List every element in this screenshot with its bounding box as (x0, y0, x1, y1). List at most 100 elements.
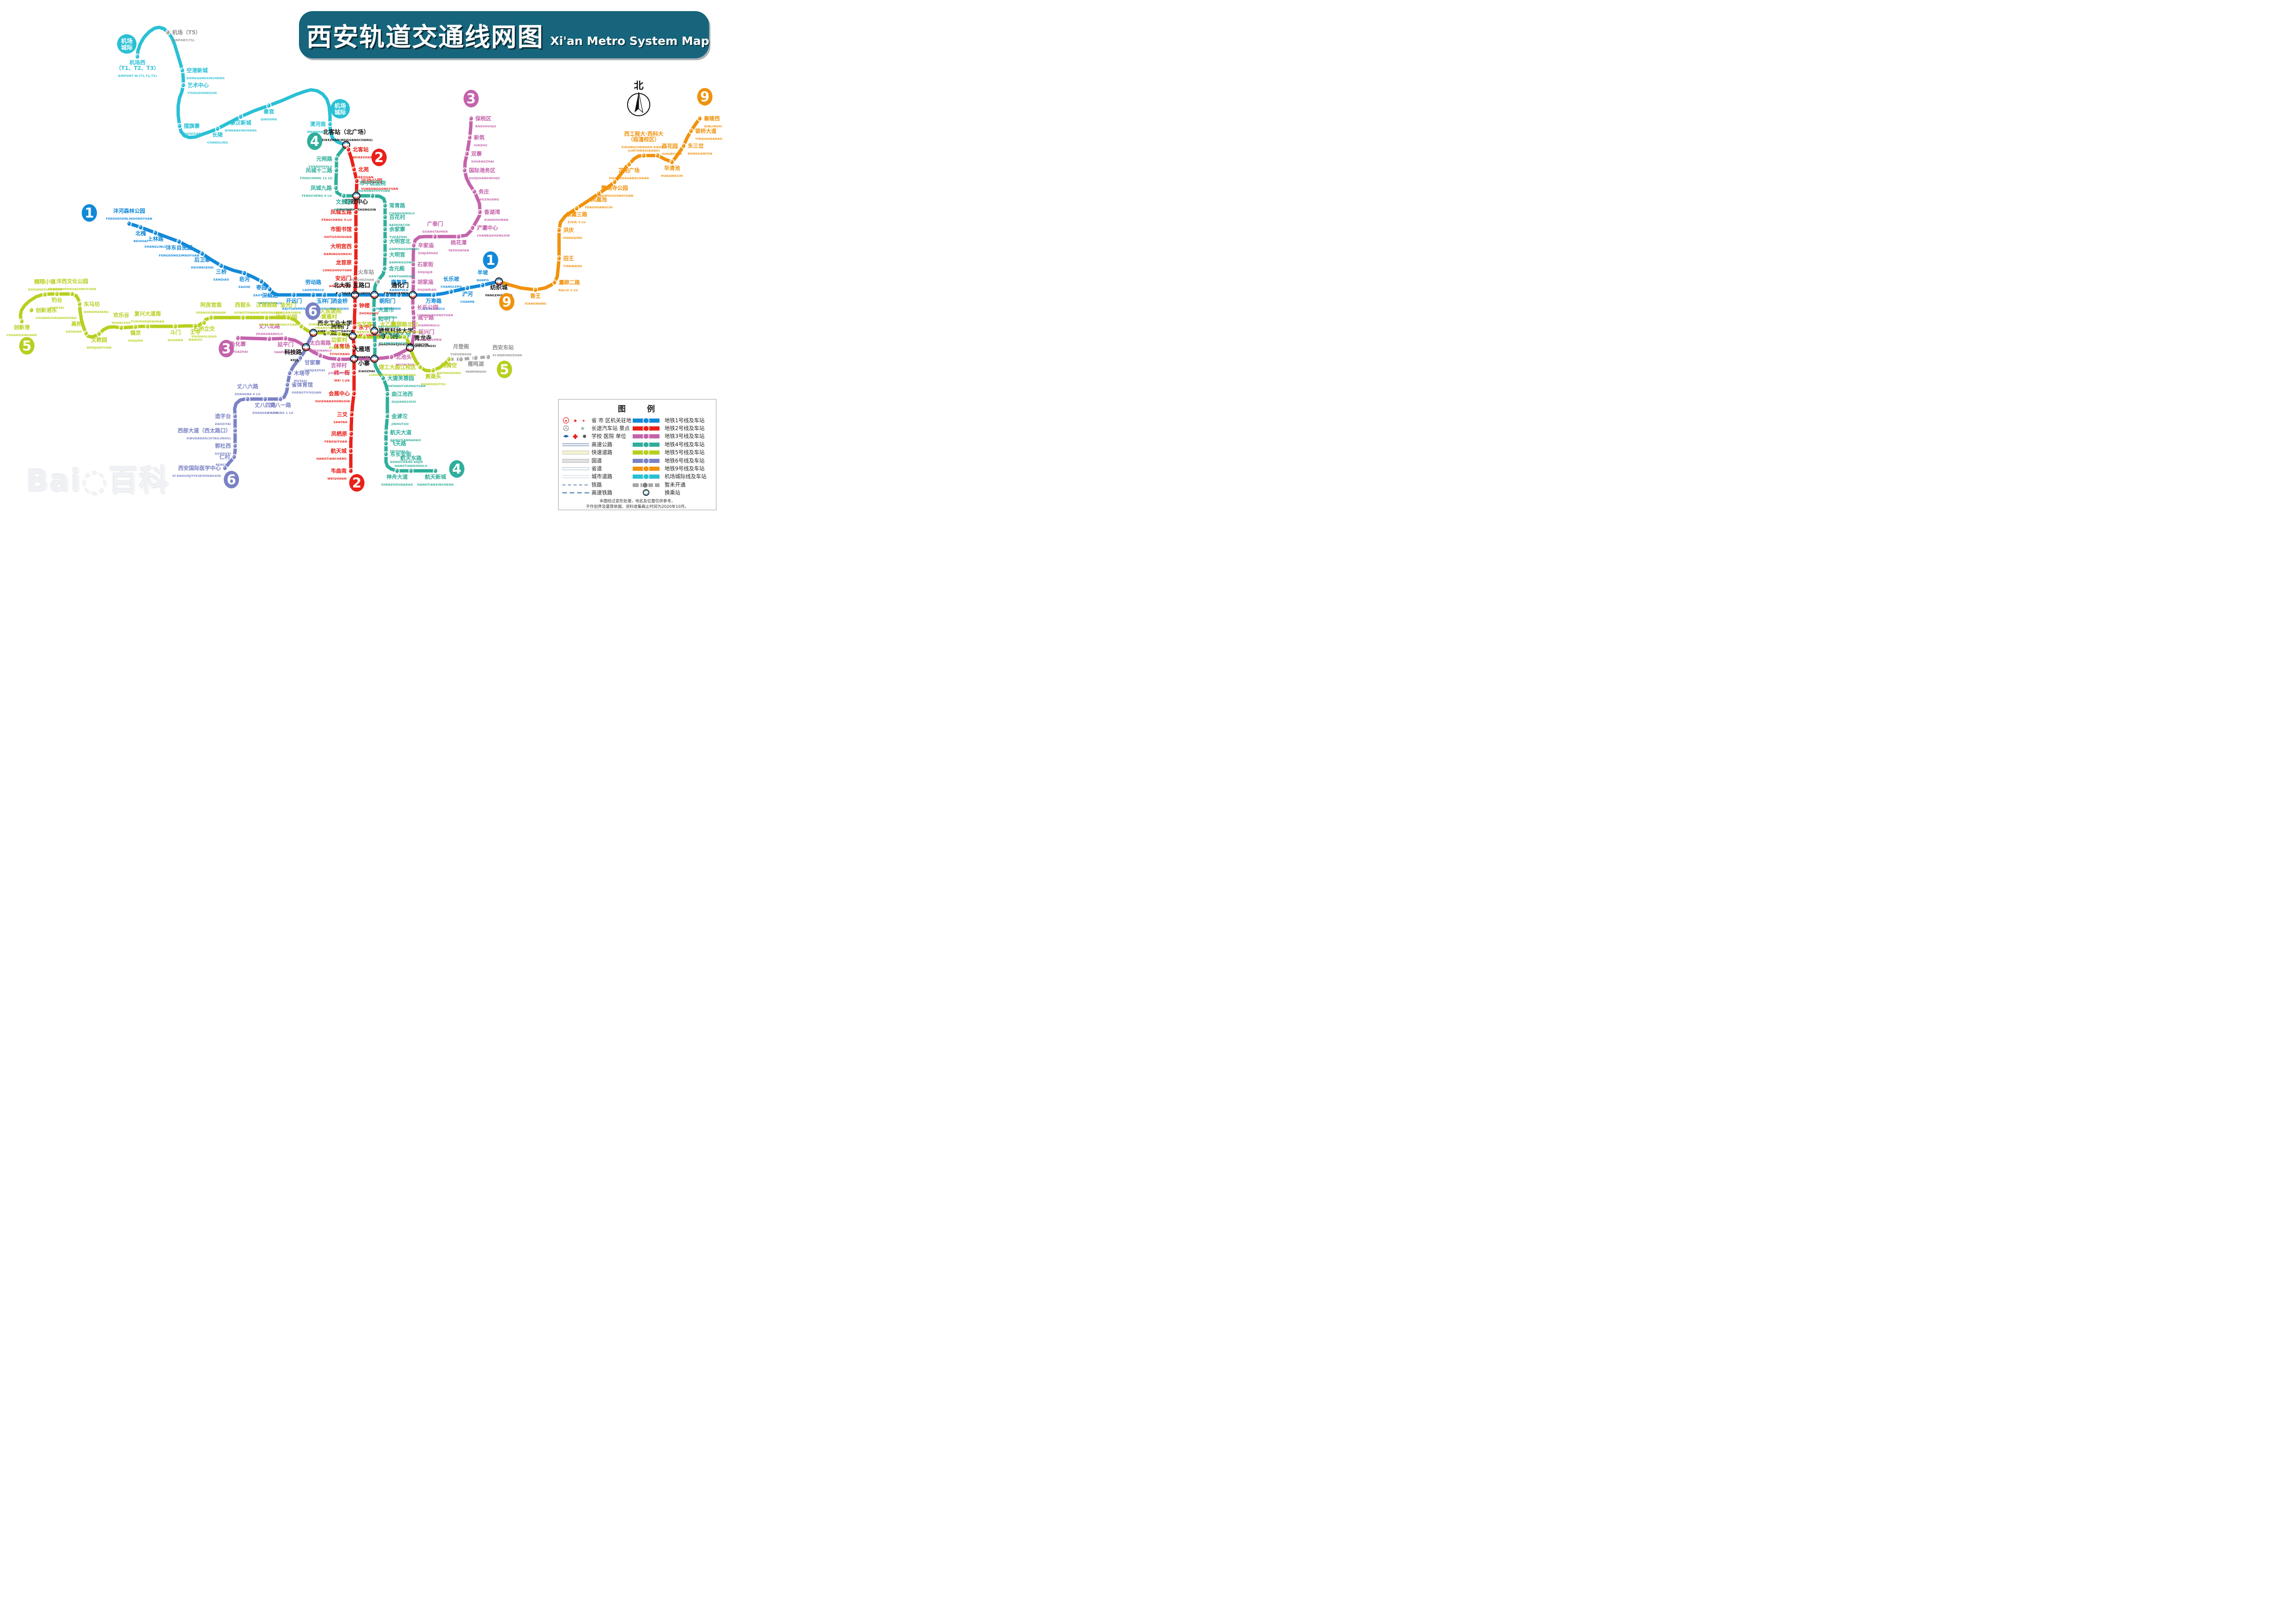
badge-number: 6 (308, 303, 317, 319)
station-label-zh: 大明宫 (389, 251, 405, 258)
station-label-en: XINJIAMIAO (418, 251, 438, 255)
station-label-zh: 文艺路 (356, 321, 373, 328)
station-label-zh: 西安国际医学中心 (178, 465, 221, 471)
legend-line-jc: 机场城际线及车站 (633, 473, 712, 481)
line-5-badge: 5 (19, 337, 35, 355)
station-dot (385, 334, 391, 340)
station-dot-highlight (220, 264, 222, 266)
transfer-arrowhead-icon (407, 348, 409, 350)
station-dot (556, 227, 562, 233)
station-label-zh: 钓台 (52, 297, 62, 303)
station-label-zh: 安远门 (336, 275, 352, 281)
station-dot (138, 224, 143, 231)
station-label-en: WULUKOU (353, 292, 370, 295)
station-dot-highlight (384, 227, 386, 229)
station-label-zh: 西北工业大学 (317, 320, 353, 327)
badge-circle (19, 337, 35, 355)
station-label-zh: 秦陵西 (703, 115, 720, 122)
station-dot-highlight (386, 335, 388, 337)
badge-number: 3 (222, 341, 231, 356)
station-dot-highlight (390, 355, 392, 357)
station-label-zh: 上林路 (148, 236, 164, 242)
station-label-zh: 空港新城 (187, 67, 208, 74)
line-3-badge: 3 (218, 340, 234, 357)
station-label-zh: 西工程大·西科大 (624, 131, 664, 137)
station-dot-highlight (354, 276, 356, 278)
station-label-en: DAMINGGONG (389, 261, 414, 264)
station-label-zh: 香王 (530, 293, 541, 299)
station-dot (173, 323, 178, 330)
station-label-en: QINGLONGSI (414, 344, 436, 348)
station-label-en: SHENGRENMINYIYUAN (309, 323, 348, 326)
station-dot (408, 468, 414, 474)
station-label-en: CHANGLING (207, 141, 228, 144)
station-label-en: BEIYUAN (358, 175, 373, 179)
station-dot (477, 209, 483, 215)
station-dot-highlight (268, 337, 270, 339)
station-label-en: YUANSHUOLU (308, 165, 332, 169)
station-dot (334, 156, 339, 162)
station-dot-highlight (174, 325, 176, 326)
station-dot-highlight (412, 262, 414, 264)
station-dot (394, 468, 400, 474)
station-dot-highlight (337, 357, 339, 359)
legend-item-road-expwy: 高速公路 (562, 440, 633, 448)
station-label-zh: 阿房宫南 (200, 302, 222, 308)
legend-line-1-swatch (633, 417, 662, 424)
station-dot-highlight (139, 225, 141, 227)
unit-icon (562, 433, 589, 439)
station-label-en: CHANBAZHONGXIN (477, 234, 510, 237)
page-title: 西安轨道交通线网图 (306, 22, 544, 52)
station-label-en: SHUANGZHAI (471, 160, 494, 163)
station-label-en: SHIQIAOLIJIAO (192, 335, 217, 338)
station-label-en: TIANWANG (563, 264, 582, 268)
station-label-en: DONGCHANG'ANJIE (390, 460, 423, 464)
station-label-zh: 大明宫西 (330, 243, 352, 250)
station-label-zh: 芷阳广场 (618, 167, 640, 174)
station-dot-highlight (553, 281, 555, 282)
legend-line-2: 地铁2号线及车站 (633, 424, 712, 432)
station-label-zh: 双寨 (471, 150, 482, 157)
poi-icon: ✳ (562, 425, 589, 431)
station-label-en: YUNDONGGONGYUAN (361, 187, 398, 191)
station-label-zh: 雁鸣湖 (468, 361, 484, 367)
svg-text:★: ★ (564, 418, 567, 423)
badge-text: 机场 (121, 37, 132, 44)
station-label-en: YANMINGHU (465, 370, 486, 374)
station-dot-highlight (349, 469, 351, 471)
station-label-en: HUOCHEZHAN (349, 278, 374, 282)
transfer-arrowhead-icon (352, 295, 354, 297)
station-label-zh: 万寿路 (425, 298, 442, 304)
station-beikezhan-beiguangchang: 北客站（北广场）BEIKEZHAN(BEIGUANGCHANG) (320, 129, 373, 149)
station-dot (472, 188, 477, 195)
station-dot-highlight (335, 157, 337, 159)
station-label-zh: 后卫寨 (194, 256, 211, 263)
station-label-en: BALIU 2 LU (559, 288, 578, 292)
station-dot (556, 255, 562, 262)
station-label-en: BEICHITOU (396, 363, 415, 367)
station-dot (411, 279, 416, 285)
station-label-en: JINGUANGMEN (275, 311, 301, 315)
station-dot (238, 113, 243, 120)
station-dot-highlight (30, 308, 32, 310)
station-label-en: BANPO (477, 279, 489, 282)
station-label-zh: 曲江池西 (392, 391, 413, 397)
station-dot-highlight (413, 330, 415, 332)
station-dot-highlight (575, 206, 577, 208)
station-dot (681, 143, 686, 149)
station-label-en: ZHANGBA 4 LU (252, 411, 278, 415)
station-label-zh: （T1、T2、T3） (116, 65, 159, 71)
station-label-en: HANGTIANDONGLU (395, 464, 428, 468)
